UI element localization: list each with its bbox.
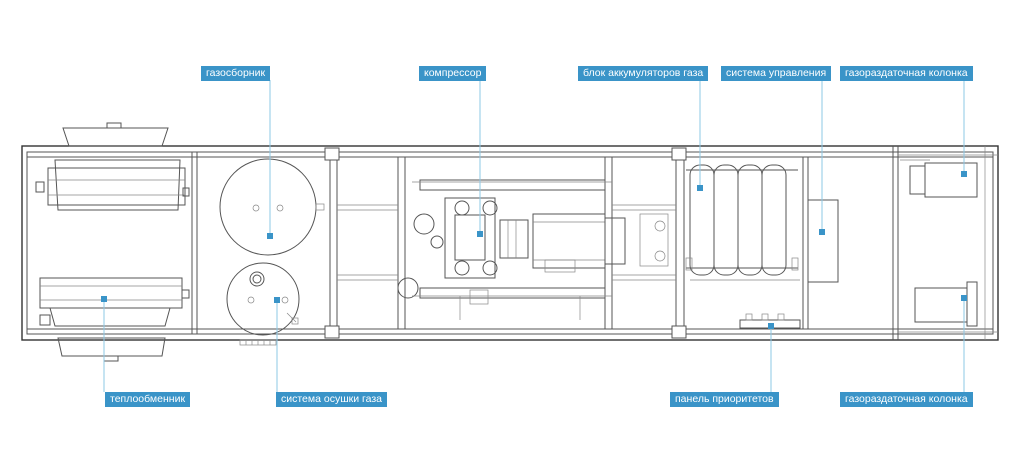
label-accumulator-block: блок аккумуляторов газа xyxy=(578,66,709,81)
label-drying-system: система осушки газа xyxy=(276,392,387,407)
label-gas-holder: газосборник xyxy=(201,66,271,81)
label-dispenser-bottom: газораздаточная колонка xyxy=(840,392,973,407)
gas-drying-unit xyxy=(226,262,300,336)
label-priority-panel: панель приоритетов xyxy=(670,392,779,407)
leader-lines xyxy=(103,80,965,392)
compressor-assembly xyxy=(397,179,669,320)
gas-holder-tank xyxy=(219,158,325,256)
label-control-system: система управления xyxy=(721,66,832,81)
label-dispenser-top: газораздаточная колонка xyxy=(840,66,973,81)
callout-markers xyxy=(101,171,967,329)
label-heat-exchanger: теплообменник xyxy=(105,392,191,407)
gas-accumulator-block xyxy=(685,164,800,281)
dispenser-bottom-unit xyxy=(914,281,978,327)
dispenser-top-unit xyxy=(900,159,978,198)
label-compressor: компрессор xyxy=(419,66,487,81)
control-cabinet xyxy=(807,199,839,283)
heat-exchanger-unit xyxy=(35,122,190,362)
